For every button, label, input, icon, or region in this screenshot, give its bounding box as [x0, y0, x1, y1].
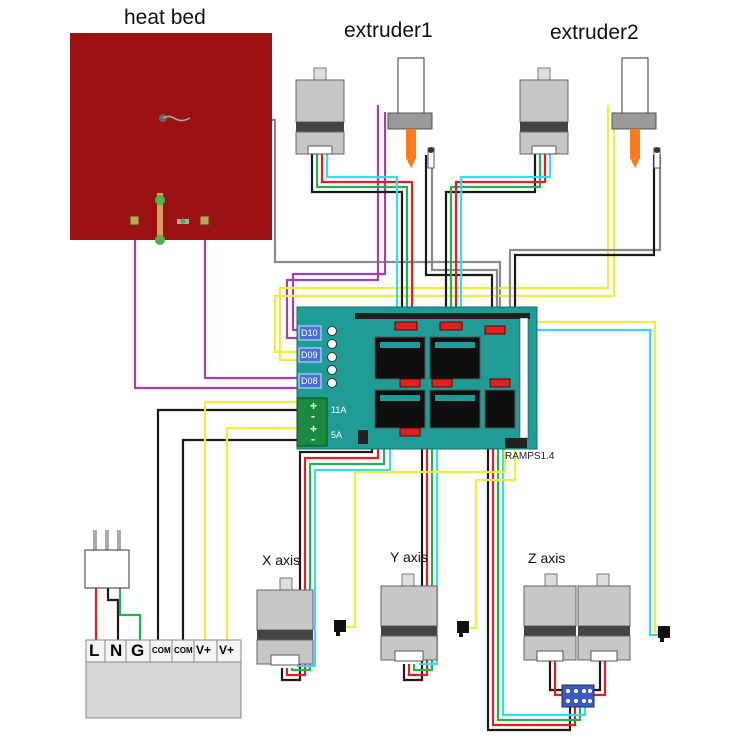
wire-e1-thermistor [430, 155, 499, 330]
pin-label-d09: D09 [301, 350, 318, 360]
psu-terminal-vplus-2: V+ [219, 643, 235, 657]
endstop-y [457, 621, 469, 637]
wire-e2-thermistor [508, 155, 662, 330]
wire-e2-heater-b [273, 112, 616, 354]
wire-psu-com-2 [181, 438, 300, 640]
extruder1-label: extruder1 [344, 19, 433, 42]
bed-terminal-left [129, 215, 140, 226]
power-label-5a: 5A [331, 430, 343, 440]
extruder2-label: extruder2 [550, 21, 639, 44]
extruder1-motor [295, 67, 345, 155]
psu-terminal-n: N [110, 641, 123, 660]
wire-bed-power-a [133, 222, 298, 390]
heat-bed [70, 33, 272, 245]
wire-e1-thermistor-b [424, 155, 494, 330]
z-axis-motor-left [523, 573, 577, 662]
x-axis-motor [256, 577, 314, 666]
psu-terminal-com-2: COM [174, 646, 193, 655]
wire-e1-heater-b [291, 112, 387, 332]
wire-psu-vplus-2 [225, 426, 300, 640]
x-axis-label: X axis [262, 552, 301, 568]
heat-bed-label: heat bed [124, 6, 206, 29]
wire-psu-com-1 [156, 408, 300, 640]
endstop-z [658, 626, 670, 642]
power-sign-minus-2: - [311, 432, 315, 446]
extruder2-motor [519, 67, 569, 155]
extruder2-hotend [611, 57, 657, 168]
wire-e2-heater-a [278, 105, 610, 362]
pin-label-d08: D08 [301, 376, 318, 386]
psu-terminal-l: L [89, 641, 100, 660]
psu-terminal-com-1: COM [152, 646, 171, 655]
endstop-x [334, 620, 346, 636]
z-axis-motor-right [577, 573, 631, 662]
board-label: RAMPS1.4 [505, 451, 555, 462]
extruder2 [519, 57, 661, 169]
power-supply [85, 639, 242, 719]
power-label-11a: 11A [331, 405, 347, 415]
wire-endstop-z [530, 328, 660, 637]
wire-psu-vplus-1 [203, 400, 300, 640]
power-plug [84, 530, 130, 589]
power-sign-plus-1: + [310, 399, 318, 413]
power-sign-minus-1: - [311, 409, 315, 423]
extruder2-thermistor [653, 147, 661, 169]
bed-led [155, 193, 189, 245]
psu-terminal-g: G [131, 641, 145, 660]
y-axis-label: Y axis [390, 549, 428, 565]
wire-plug-g [118, 588, 142, 640]
extruder1-hotend [387, 57, 433, 168]
power-sign-plus-2: + [310, 422, 318, 436]
bed-terminal-right [199, 215, 210, 226]
z-axis-label: Z axis [528, 550, 566, 566]
y-axis-motor [380, 573, 438, 662]
pin-label-d10: D10 [301, 328, 318, 338]
psu-terminal-vplus-1: V+ [196, 643, 212, 657]
extruder1-thermistor [427, 147, 435, 169]
wire-e1-heater-a [285, 105, 380, 340]
wire-plug-n [106, 588, 120, 640]
extruder1 [295, 57, 435, 169]
wire-e2-thermistor-b [513, 155, 656, 330]
z-splitter [561, 684, 595, 708]
wire-bed-power-b [203, 222, 298, 380]
ramps-board [296, 306, 538, 450]
wires [94, 105, 665, 732]
